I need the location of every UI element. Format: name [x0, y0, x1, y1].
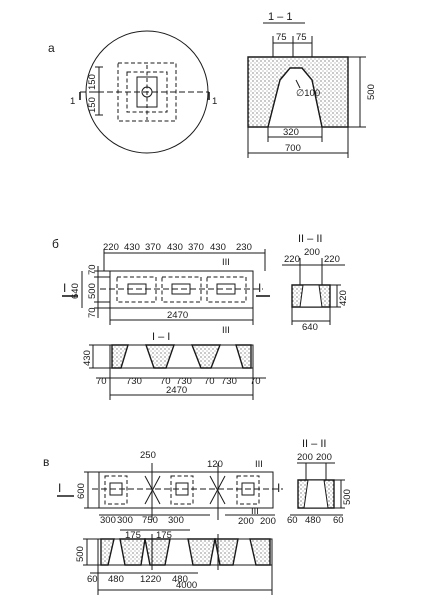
b-sec-dim-6: 70: [250, 376, 261, 387]
v-section-II-title: II – II: [302, 438, 326, 450]
panel-v-label: в: [43, 455, 49, 469]
b-top-dim-1: 430: [124, 242, 140, 253]
panel-b-section-I: I – I 430 70 730 70 730 70 730 70 2470: [82, 331, 266, 400]
b-sec-dim-1: 730: [126, 376, 142, 387]
panel-v-plan: 250 120 III I I 600 300 300 750 300 175 …: [57, 450, 283, 541]
v-II-bottom-1: 480: [305, 515, 321, 526]
dim-75-left: 75: [276, 32, 287, 43]
panel-b-section-II: II – II 220 200 220 420 640: [282, 233, 349, 333]
dim-75-right: 75: [296, 32, 307, 43]
cut-1-left: 1: [70, 96, 75, 107]
v-bottom-dim2-0: 175: [125, 530, 141, 541]
v-section-height: 500: [75, 546, 86, 562]
b-II-top-0: 220: [284, 254, 300, 265]
b-section-II-title: II – II: [298, 233, 322, 245]
v-right-dim-0: 200: [238, 516, 254, 527]
dim-height-500: 500: [366, 84, 377, 100]
v-bottom-dim2-1: 175: [156, 530, 172, 541]
b-cut-I-left: I: [63, 281, 66, 295]
panel-b-plan: 220 430 370 430 370 430 230 III I I 70 5…: [62, 242, 270, 336]
v-sec-total: 4000: [176, 580, 197, 591]
b-section-I-title: I – I: [152, 331, 170, 343]
b-cut-III-top: III: [222, 257, 230, 268]
v-cut-I-left: I: [58, 481, 61, 495]
b-sec-dim-5: 730: [221, 376, 237, 387]
v-sec-dim-2: 1220: [140, 574, 161, 585]
v-cut-I-right: I: [277, 481, 280, 495]
b-top-dim-0: 220: [103, 242, 119, 253]
b-left-dim-2: 70: [87, 307, 98, 318]
cut-1-right: 1: [212, 96, 217, 107]
v-right-dim-1: 200: [260, 516, 276, 527]
panel-a-plan: 1 1 150 150: [70, 30, 217, 154]
dim-700: 700: [285, 143, 301, 154]
panel-a-label: а: [48, 41, 55, 55]
b-left-dim-0: 70: [87, 264, 98, 275]
b-top-dim-4: 370: [188, 242, 204, 253]
v-plan-height: 600: [76, 483, 87, 499]
b-sec-dim-4: 70: [204, 376, 215, 387]
v-bottom-dim-3: 300: [168, 515, 184, 526]
v-sec-dim-1: 480: [108, 574, 124, 585]
v-II-bottom-2: 60: [333, 515, 344, 526]
b-II-top-2: 220: [324, 254, 340, 265]
b-cut-III-bottom: III: [222, 325, 230, 336]
v-bottom-dim-0: 300: [100, 515, 116, 526]
v-sec-dim-3: 480: [172, 574, 188, 585]
b-left-dim-1: 500: [87, 283, 98, 299]
b-sec-dim-2: 70: [160, 376, 171, 387]
b-sec-total: 2470: [166, 385, 187, 396]
b-section-I-height: 430: [82, 350, 93, 366]
v-cut-III-bottom: III: [251, 506, 259, 517]
b-sec-dim-3: 730: [176, 376, 192, 387]
v-bottom-dim-1: 300: [117, 515, 133, 526]
b-II-height: 420: [338, 290, 349, 306]
dim-hole: ∅100: [296, 88, 320, 99]
b-top-dim-5: 430: [210, 242, 226, 253]
v-II-top-0: 200: [297, 452, 313, 463]
b-top-dim-2: 370: [145, 242, 161, 253]
section-1-1-title: 1 – 1: [268, 11, 292, 23]
panel-v-section-I: 500 60 480 1220 480 4000: [75, 534, 273, 595]
panel-v-section-II: II – II 200 200 500 60 480 60: [287, 438, 353, 526]
panel-b-label: б: [52, 237, 59, 251]
dim-320: 320: [283, 127, 299, 138]
b-top-dim-6: 230: [236, 242, 252, 253]
v-sec-dim-0: 60: [87, 574, 98, 585]
v-dim-250: 250: [140, 450, 156, 461]
v-II-bottom-0: 60: [287, 515, 298, 526]
b-plan-total: 2470: [167, 310, 188, 321]
panel-a-section: 1 – 1 75 75 ∅100 500 320 700: [247, 11, 377, 158]
b-sec-dim-0: 70: [96, 376, 107, 387]
dim-150-bottom: 150: [87, 97, 98, 113]
v-dim-120: 120: [207, 459, 223, 470]
dim-150-top: 150: [87, 74, 98, 90]
v-cut-III-top: III: [255, 459, 263, 470]
b-top-dim-3: 430: [167, 242, 183, 253]
b-II-base: 640: [302, 322, 318, 333]
b-II-top-1: 200: [304, 247, 320, 258]
b-cut-I-right: I: [258, 281, 261, 295]
v-bottom-dim-2: 750: [142, 515, 158, 526]
v-II-top-1: 200: [316, 452, 332, 463]
v-II-height: 500: [342, 489, 353, 505]
b-left-total: 640: [70, 283, 81, 299]
